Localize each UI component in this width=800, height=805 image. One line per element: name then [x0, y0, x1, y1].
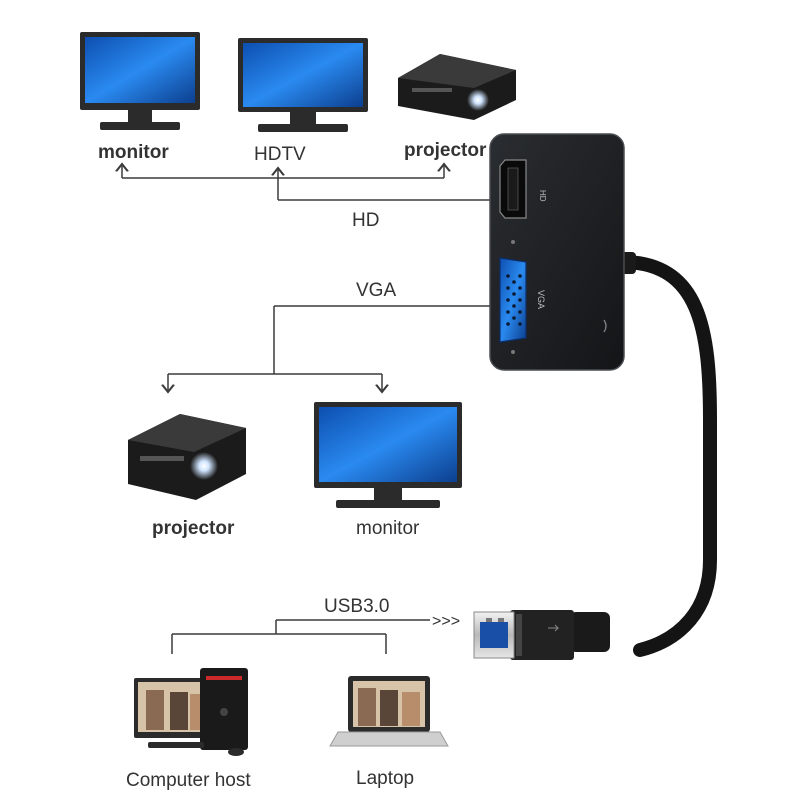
- vga-connector-lines: [168, 305, 490, 392]
- hdmi-port: [499, 159, 527, 219]
- usb-connector-lines: [171, 619, 430, 654]
- usb-adapter-body: HD VGA: [489, 133, 717, 657]
- usb-arrows: >>>: [432, 613, 460, 630]
- laptop-label: Laptop: [356, 768, 414, 789]
- mid-projector-icon: [128, 414, 246, 500]
- top-monitor-icon: [80, 32, 200, 130]
- vga-port: [499, 257, 527, 343]
- usb-plug: [473, 610, 610, 660]
- hdtv-label: HDTV: [254, 144, 306, 165]
- top-projector-icon: [398, 54, 516, 120]
- mid-projector-label: projector: [152, 518, 235, 539]
- hd-connector-lines: [122, 164, 490, 201]
- top-projector-label: projector: [404, 140, 487, 161]
- usb-line-label: USB3.0: [324, 596, 389, 617]
- hdtv-icon: [238, 38, 368, 132]
- laptop-icon: [329, 676, 449, 747]
- hdmi-port-label: HD: [538, 190, 547, 202]
- hd-line-label: HD: [352, 210, 379, 231]
- vga-line-label: VGA: [356, 280, 396, 301]
- top-monitor-label: monitor: [98, 142, 169, 163]
- computer-host-label: Computer host: [126, 770, 251, 791]
- mid-monitor-label: monitor: [356, 518, 420, 539]
- mid-monitor-icon: [314, 402, 462, 508]
- vga-port-label: VGA: [536, 290, 546, 309]
- computer-host-icon: [134, 668, 248, 756]
